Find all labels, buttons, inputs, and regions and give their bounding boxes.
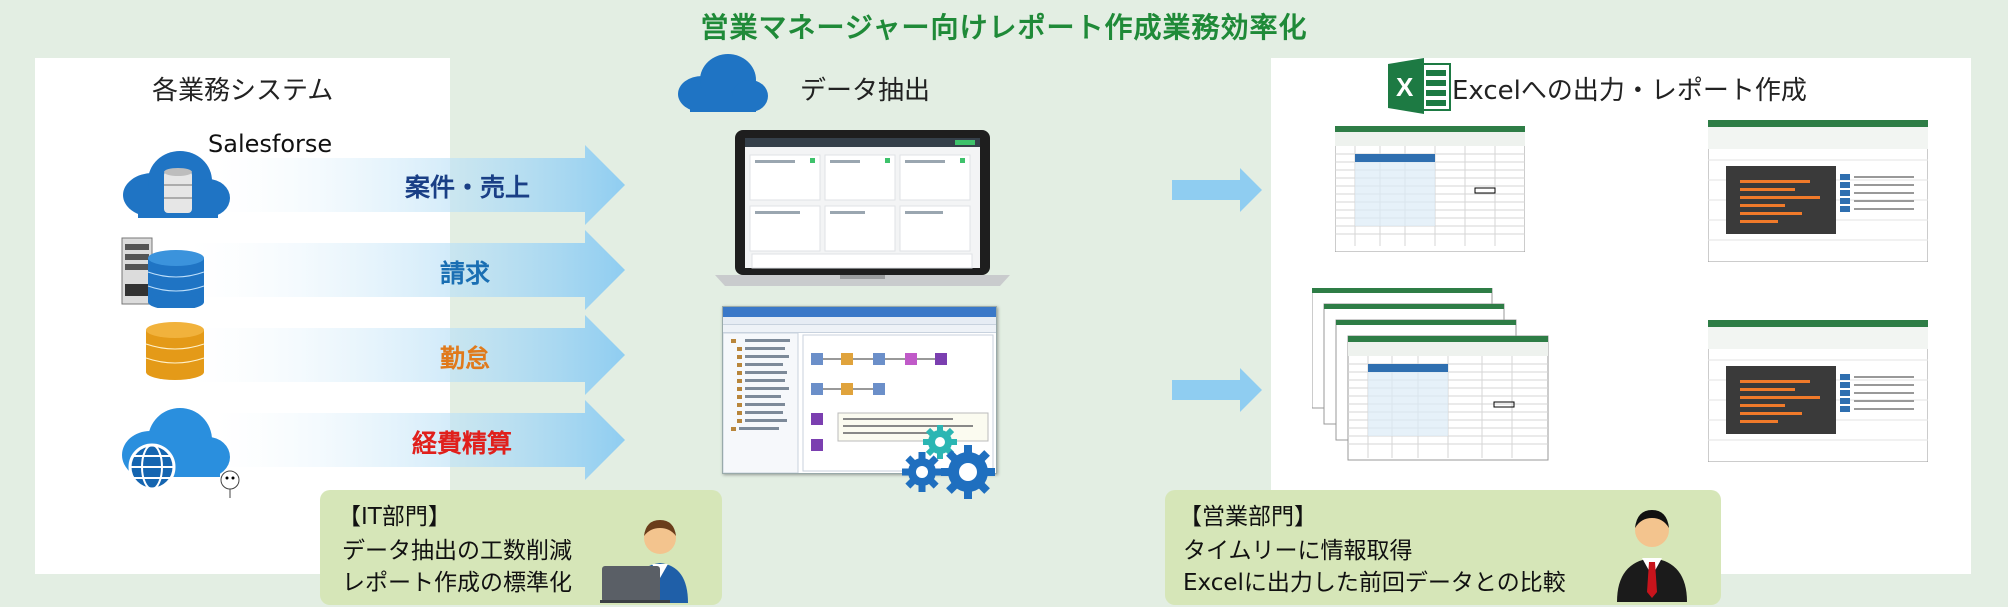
it-benefit-2: レポート作成の標準化 xyxy=(342,570,572,596)
excel-logo-letter: X xyxy=(1396,72,1414,102)
orange-database-icon xyxy=(145,322,205,380)
arrow-row2 xyxy=(190,230,625,310)
sales-benefit-1: タイムリーに情報取得 xyxy=(1183,538,1413,564)
arrow-to-excel-bottom xyxy=(1172,368,1262,412)
arrow-row4 xyxy=(215,400,625,480)
excel-logo-icon: X xyxy=(1388,58,1451,114)
cloud-globe-icon xyxy=(122,408,240,498)
it-department-box: 【IT部門】 データ抽出の工数削減 レポート作成の標準化 xyxy=(320,490,722,605)
sales-department-box: 【営業部門】 タイムリーに情報取得 Excelに出力した前回データとの比較 xyxy=(1165,490,1721,605)
etl-flow-diagram xyxy=(722,332,994,474)
page-title: 営業マネージャー向けレポート作成業務効率化 xyxy=(700,11,1308,44)
laptop-dashboard-image xyxy=(715,130,1010,286)
sales-department-title: 【営業部門】 xyxy=(1179,504,1317,530)
excel-report-thumbnail-top xyxy=(1708,120,1928,262)
salesforce-cloud-db-icon xyxy=(123,151,230,218)
sales-manager-avatar-icon xyxy=(1617,510,1687,602)
cloud-icon xyxy=(678,54,768,112)
gears-icon xyxy=(902,425,995,499)
label-deals-sales: 案件・売上 xyxy=(405,173,531,202)
server-database-icon xyxy=(121,237,205,308)
excel-sheet-thumbnail-top xyxy=(1335,126,1525,252)
salesforce-label: Salesforse xyxy=(208,130,333,158)
label-expenses: 経費精算 xyxy=(412,429,513,458)
it-benefit-1: データ抽出の工数削減 xyxy=(342,538,572,564)
data-extraction-header: データ抽出 xyxy=(800,76,931,106)
it-department-title: 【IT部門】 xyxy=(338,504,451,530)
arrow-row1 xyxy=(215,145,625,225)
excel-output-header: Excelへの出力・レポート作成 xyxy=(1452,76,1807,106)
arrow-row3 xyxy=(190,315,625,395)
it-staff-avatar-icon xyxy=(600,520,688,603)
arrow-to-excel-top xyxy=(1172,168,1262,212)
excel-sheets-stack-thumbnail xyxy=(1312,288,1549,461)
label-attendance: 勤怠 xyxy=(440,344,491,373)
excel-report-thumbnail-bottom xyxy=(1708,320,1928,462)
sales-benefit-2: Excelに出力した前回データとの比較 xyxy=(1183,570,1566,596)
source-systems-header: 各業務システム xyxy=(152,76,334,106)
label-billing: 請求 xyxy=(440,259,491,288)
source-systems-panel xyxy=(35,58,450,574)
